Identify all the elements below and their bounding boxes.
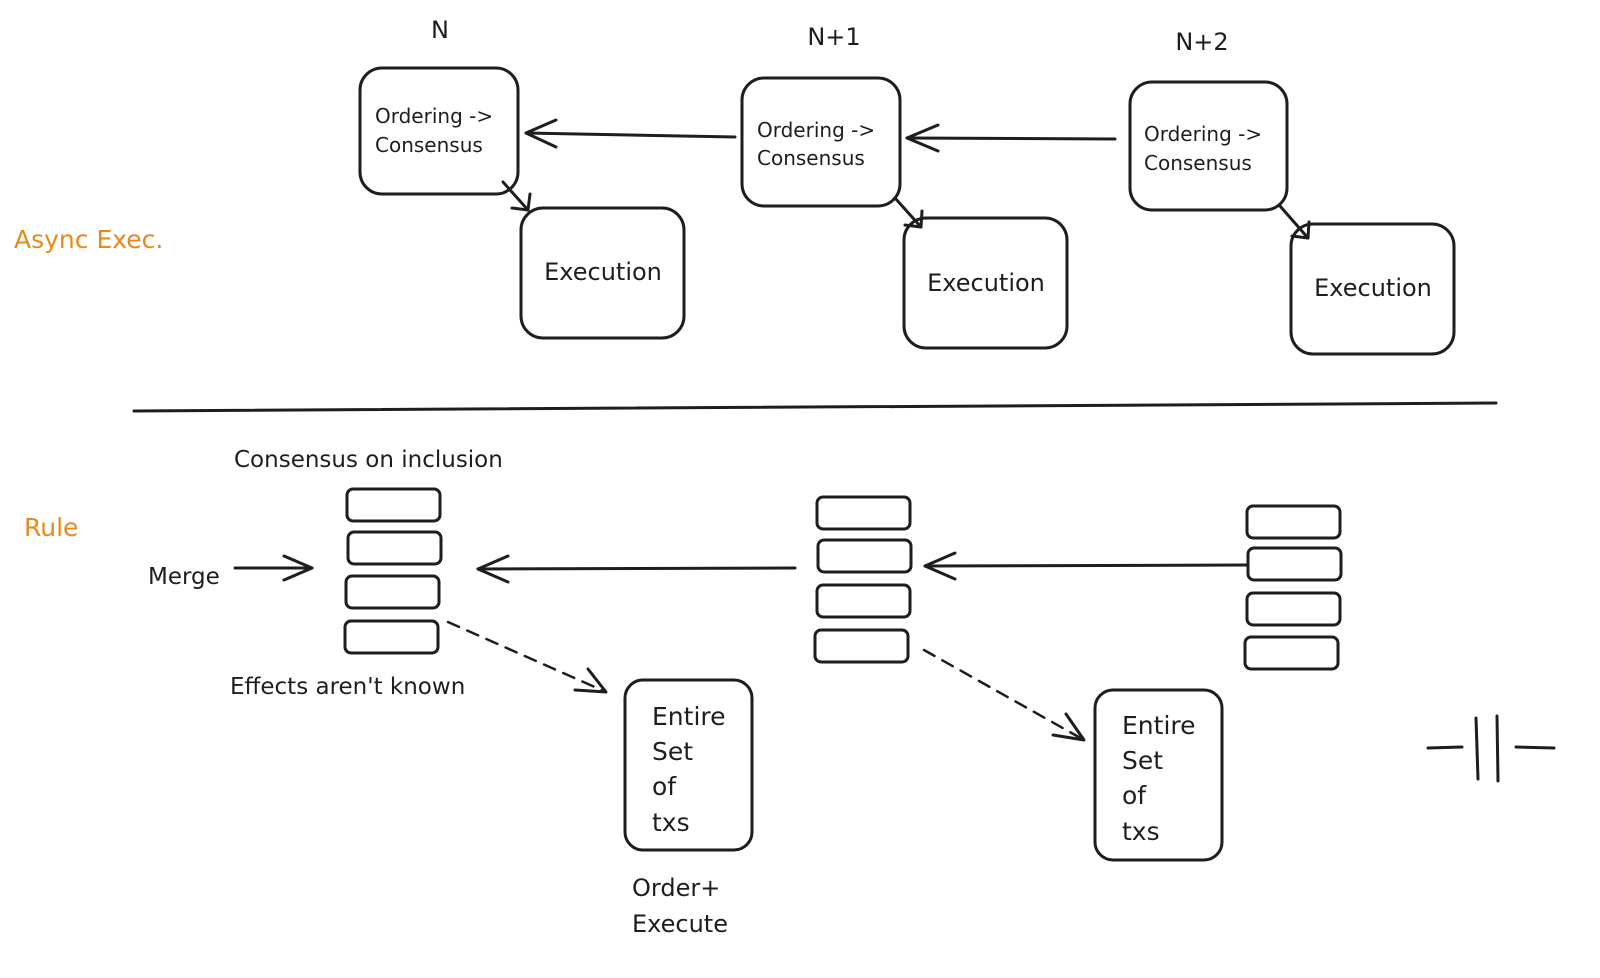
tx-slot xyxy=(343,619,440,655)
tx-stack-3 xyxy=(1243,504,1343,671)
rule-label: Rule xyxy=(24,513,78,542)
arrow-n1-to-n xyxy=(524,118,737,149)
effects-label: Effects aren't known xyxy=(230,674,465,700)
tx-slot xyxy=(344,574,441,610)
tx-slot xyxy=(345,487,442,523)
ordering-text-n1-1: Ordering -> xyxy=(757,118,875,142)
column-label-n2: N+2 xyxy=(1175,28,1228,56)
arrow-stack2-to-stack1 xyxy=(476,554,797,584)
ordering-box-n xyxy=(358,66,520,196)
ordering-text-n1-2: Consensus xyxy=(757,146,865,170)
tx-set-text-1-line2: Set xyxy=(652,737,693,766)
tx-set-text-2-line3: of xyxy=(1122,781,1147,810)
arrow-n2-to-n1 xyxy=(905,123,1117,153)
tx-set-box-1 xyxy=(623,678,754,852)
tx-slot xyxy=(816,538,913,574)
tx-slot xyxy=(813,628,910,664)
arrow-ordering-to-execution-n2 xyxy=(1278,204,1311,240)
execution-box-n xyxy=(519,206,686,340)
tx-slot xyxy=(1245,591,1342,627)
order-execute-line1: Order+ xyxy=(632,874,720,902)
execution-text-n1: Execution xyxy=(927,269,1045,297)
ordering-box-n2 xyxy=(1128,80,1289,212)
tx-slot xyxy=(1246,546,1343,582)
tx-slot xyxy=(815,495,912,531)
merge-label: Merge xyxy=(148,564,220,590)
async-exec-label: Async Exec. xyxy=(14,225,163,254)
order-execute-line2: Execute xyxy=(632,910,728,938)
dashed-arrow-stack2-to-txset2 xyxy=(922,648,1086,742)
execution-text-n2: Execution xyxy=(1314,274,1432,302)
arrow-ordering-to-execution-n xyxy=(501,180,532,212)
ordering-text-n-2: Consensus xyxy=(375,133,483,157)
tx-slot xyxy=(815,583,912,619)
ordering-text-n2-2: Consensus xyxy=(1144,151,1252,175)
ordering-box-n1 xyxy=(740,76,902,208)
execution-box-n2 xyxy=(1289,222,1456,356)
execution-text-n: Execution xyxy=(544,258,662,286)
arrow-stack3-to-stack2 xyxy=(923,551,1249,581)
arrow-ordering-to-execution-n1 xyxy=(893,196,924,229)
consensus-on-inclusion-label: Consensus on inclusion xyxy=(234,447,503,473)
tx-set-text-2-line4: txs xyxy=(1122,817,1160,846)
ordering-text-n2-1: Ordering -> xyxy=(1144,122,1262,146)
execution-box-n1 xyxy=(902,216,1069,350)
merge-arrow xyxy=(233,554,314,582)
parallel-symbol xyxy=(1426,714,1556,783)
tx-stack-2 xyxy=(813,495,913,664)
tx-set-text-1-line1: Entire xyxy=(652,702,726,731)
tx-slot xyxy=(1245,504,1342,540)
tx-stack-1 xyxy=(343,487,443,655)
section-divider xyxy=(132,401,1498,413)
dashed-arrow-stack1-to-txset1 xyxy=(446,620,608,694)
tx-set-text-2-line1: Entire xyxy=(1122,711,1196,740)
tx-set-text-1-line3: of xyxy=(652,772,677,801)
tx-slot xyxy=(1243,635,1340,671)
column-label-n: N xyxy=(431,16,449,44)
tx-set-text-1-line4: txs xyxy=(652,808,690,837)
tx-set-text-2-line2: Set xyxy=(1122,746,1163,775)
ordering-text-n-1: Ordering -> xyxy=(375,104,493,128)
tx-set-box-2 xyxy=(1093,688,1224,862)
column-label-n1: N+1 xyxy=(807,23,860,51)
tx-slot xyxy=(346,530,443,566)
